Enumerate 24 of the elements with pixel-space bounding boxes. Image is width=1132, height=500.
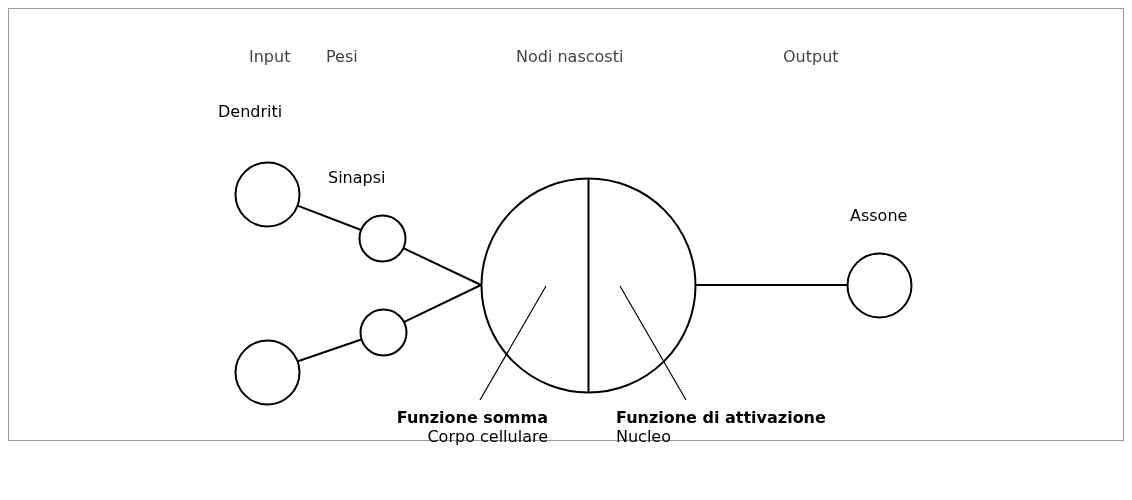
input-circle (233, 338, 301, 406)
output-circle (845, 251, 913, 319)
leader-line (479, 285, 547, 401)
connector-line (694, 284, 848, 286)
function-label: Funzione somma (395, 408, 548, 427)
connector-line (402, 284, 482, 324)
input-circle (233, 160, 301, 228)
connector-line (296, 338, 363, 363)
part-label: Assone (850, 206, 908, 225)
column-heading: Nodi nascosti (516, 47, 624, 66)
component-label: Corpo cellulare (426, 427, 548, 446)
cell-body-circle (479, 176, 697, 394)
connector-line (295, 204, 362, 231)
function-label: Funzione di attivazione (616, 408, 827, 427)
leader-line (619, 285, 687, 401)
column-heading: Output (783, 47, 839, 66)
part-label: Dendriti (218, 102, 283, 121)
component-label: Nucleo (616, 427, 672, 446)
column-heading: Pesi (326, 47, 358, 66)
synapse-circle (357, 213, 407, 263)
column-heading: Input (249, 47, 291, 66)
connector-line (401, 246, 482, 286)
part-label: Sinapsi (328, 168, 386, 187)
synapse-circle (358, 307, 408, 357)
